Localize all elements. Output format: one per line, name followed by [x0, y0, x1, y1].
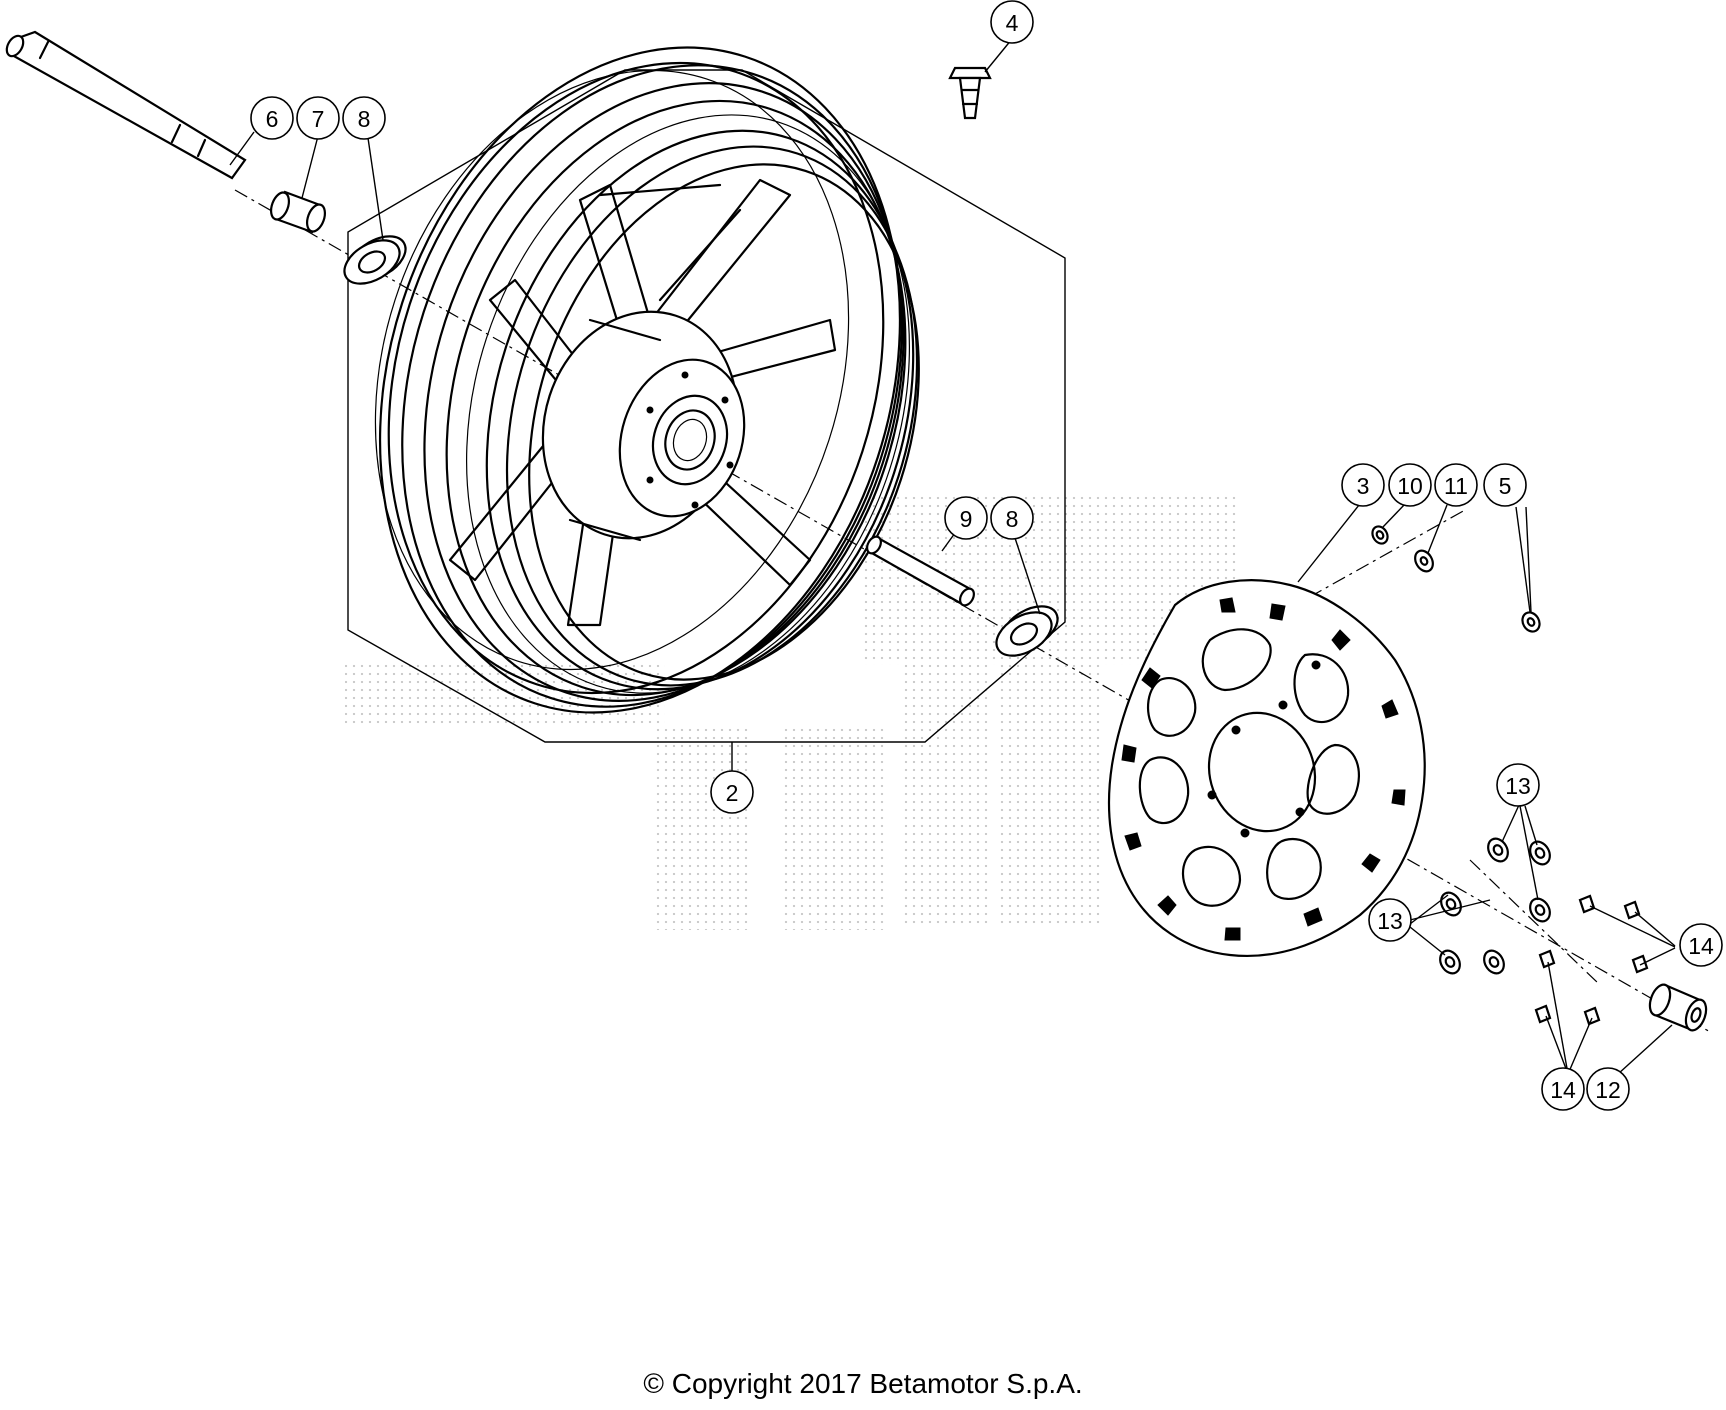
- callout-3: 3: [1341, 463, 1385, 507]
- callout-label: 8: [1006, 506, 1019, 532]
- brake-disc: [1107, 579, 1426, 957]
- callout-13-lower: 13: [1368, 898, 1412, 942]
- axle-spacer-right: [1648, 983, 1708, 1032]
- callout-label: 9: [960, 506, 973, 532]
- callout-12: 12: [1586, 1067, 1630, 1111]
- callout-label: 6: [266, 106, 279, 132]
- wheel-bearing-left: [343, 235, 407, 285]
- callout-14-bottom: 14: [1541, 1067, 1585, 1111]
- leader-lines: [229, 38, 1676, 1075]
- washers-13: [1439, 837, 1551, 975]
- wheel-bearing-right: [995, 605, 1059, 657]
- callout-label: 4: [1006, 10, 1019, 36]
- callout-label: 8: [358, 106, 371, 132]
- tire-valve: [948, 66, 992, 120]
- center-axis: [234, 189, 1713, 1034]
- screws-14: [1534, 894, 1649, 1026]
- callout-label: 14: [1550, 1077, 1576, 1103]
- callout-7: 7: [296, 96, 340, 140]
- screw-axis: [1469, 859, 1601, 986]
- front-wheel-rim: [374, 46, 920, 714]
- wheel-hub: [541, 310, 746, 542]
- wheel-axle: [5, 30, 247, 180]
- copyright-notice: © Copyright 2017 Betamotor S.p.A.: [643, 1368, 1083, 1399]
- callout-4: 4: [990, 0, 1034, 44]
- callout-13-upper: 13: [1496, 763, 1540, 807]
- callout-label: 11: [1444, 473, 1468, 499]
- disc-nut-5: [1521, 611, 1541, 633]
- callout-label: 13: [1505, 773, 1531, 799]
- wheel-assembly-frame: [347, 69, 1066, 743]
- callout-6: 6: [250, 96, 294, 140]
- disc-nut-10: [1371, 525, 1389, 545]
- callout-14-right: 14: [1679, 923, 1723, 967]
- callout-8-right: 8: [990, 496, 1034, 540]
- callout-label: 10: [1397, 473, 1423, 499]
- callout-label: 14: [1688, 933, 1714, 959]
- callout-label: 12: [1595, 1077, 1621, 1103]
- callout-label: 3: [1357, 473, 1370, 499]
- callout-8-left: 8: [342, 96, 386, 140]
- callout-11: 11: [1434, 463, 1478, 507]
- callout-label: 7: [312, 106, 325, 132]
- callout-9: 9: [944, 496, 988, 540]
- callout-label: 2: [726, 780, 739, 806]
- callout-5: 5: [1483, 463, 1527, 507]
- callout-2: 2: [710, 770, 754, 814]
- hub-inner-spacer: [866, 535, 975, 607]
- callout-label: 13: [1377, 908, 1403, 934]
- callout-10: 10: [1388, 463, 1432, 507]
- axle-spacer-left: [269, 190, 327, 234]
- watermark: [345, 495, 1240, 930]
- disc-washer-11: [1414, 549, 1434, 573]
- callout-label: 5: [1499, 473, 1512, 499]
